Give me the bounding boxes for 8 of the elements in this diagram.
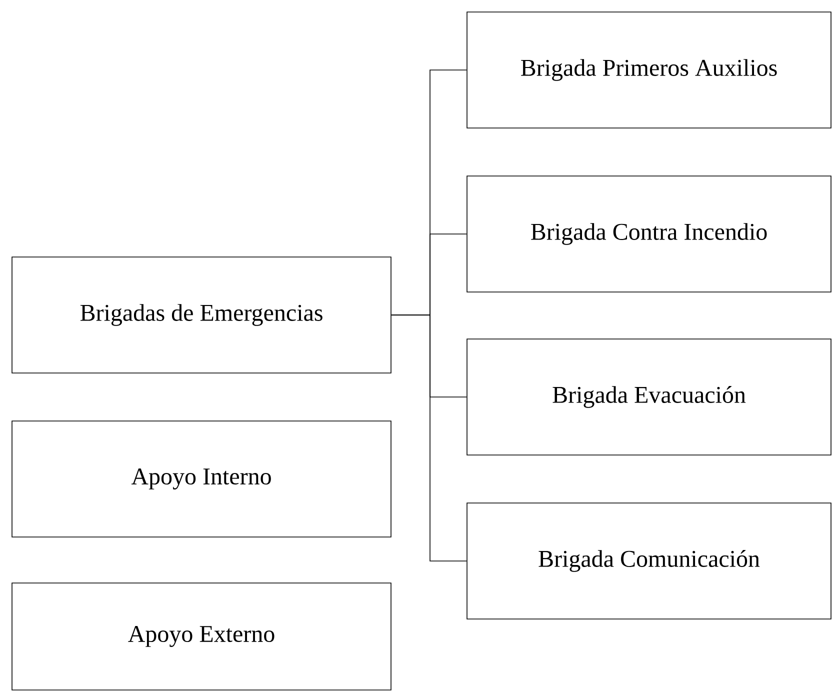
org-box: Brigadas de Emergencias — [12, 256, 392, 374]
org-box: Brigada Comunicación — [466, 502, 832, 620]
org-box: Brigada Evacuación — [466, 338, 832, 456]
connector-line — [391, 314, 467, 562]
org-box: Apoyo Interno — [12, 420, 392, 538]
org-box: Brigada Primeros Auxilios — [466, 12, 832, 128]
org-box: Brigada Contra Incendio — [466, 176, 832, 292]
org-box: Apoyo Externo — [12, 582, 392, 690]
